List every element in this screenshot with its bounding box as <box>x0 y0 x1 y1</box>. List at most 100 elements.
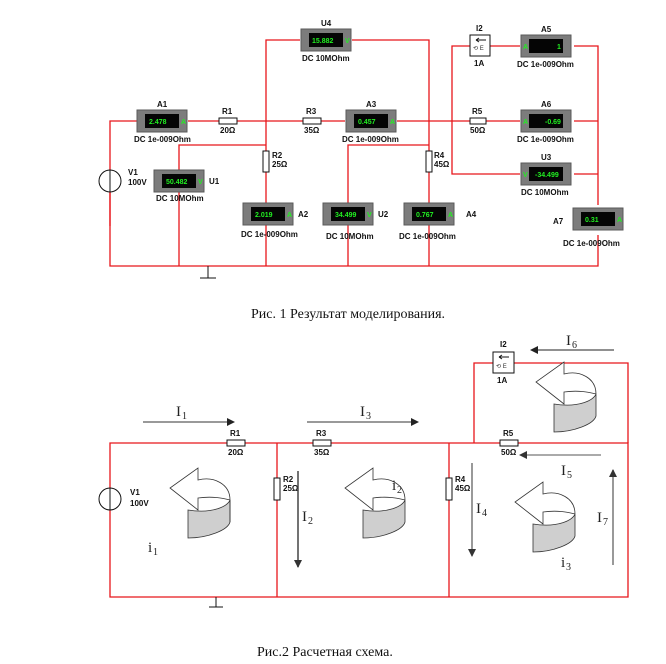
meter-a6-unit: A <box>523 119 528 126</box>
meter-a5[interactable]: 1 A A5 DC 1e-009Ohm <box>517 25 574 69</box>
meter-a1-name: A1 <box>157 100 168 109</box>
meter-u3-reading: -34.499 <box>535 172 559 179</box>
i5-sub: 5 <box>567 470 572 481</box>
fig1-resistor-r4[interactable]: R4 45Ω <box>425 150 450 173</box>
meter-a5-unit: A <box>523 44 528 51</box>
i2-glyph: ⟲ E <box>473 46 484 52</box>
r2-name: R2 <box>272 151 283 160</box>
fig1-resistor-r1[interactable]: R1 20Ω <box>218 107 238 135</box>
meter-a7-unit: A <box>617 217 622 224</box>
meter-u4[interactable]: 15.882 V U4 DC 10MOhm <box>300 19 352 63</box>
fig2-r1-value: 20Ω <box>228 448 244 457</box>
fig1-ground-icon <box>200 266 216 279</box>
meter-a4[interactable]: 0.767 A A4 DC 1e-009Ohm <box>399 202 477 241</box>
meter-a4-spec: DC 1e-009Ohm <box>399 232 456 241</box>
meter-u3-name: U3 <box>541 153 552 162</box>
fig1-voltage-source-v1[interactable]: V1 100V <box>98 168 147 193</box>
loop-current-arrow-i3 <box>514 481 576 553</box>
meter-a2[interactable]: 2.019 A A2 DC 1e-009Ohm <box>241 202 309 239</box>
meter-u1-name: U1 <box>209 177 220 186</box>
fig2-resistor-r1[interactable]: R1 20Ω <box>226 429 246 457</box>
figure-2-caption: Рис.2 Расчетная схема. <box>257 645 393 660</box>
fig1-wires <box>109 39 599 267</box>
fig2-v1-name: V1 <box>130 488 140 497</box>
meter-u4-unit: V <box>345 38 350 45</box>
i6-sub: 6 <box>572 340 577 351</box>
loop-i1-symbol: i <box>148 540 152 556</box>
loop-i2-symbol: i <box>392 478 396 494</box>
fig2-current-source-i2[interactable]: ⟲ E I2 1A <box>492 340 515 385</box>
fig2-resistor-r2[interactable]: R2 25Ω <box>273 475 299 501</box>
meter-u4-reading: 15.882 <box>312 38 334 45</box>
r5-name: R5 <box>472 107 483 116</box>
r5-value: 50Ω <box>470 126 486 135</box>
fig1-current-source-i2[interactable]: ⟲ E I2 1A <box>469 24 491 68</box>
fig2-i2-value: 1A <box>497 376 507 385</box>
meter-a6-reading: -0.69 <box>545 119 561 126</box>
meter-a5-reading: 1 <box>557 44 561 51</box>
loop-current-arrow-i2 <box>344 467 406 539</box>
fig2-voltage-source-v1[interactable]: V1 100V <box>98 487 149 511</box>
loop-i3-sub: 3 <box>566 562 571 573</box>
loop-i3-symbol: i <box>561 555 565 571</box>
fig2-r3-value: 35Ω <box>314 448 330 457</box>
fig2-wires <box>109 362 629 598</box>
meter-u1-unit: V <box>198 179 203 186</box>
meter-a3-spec: DC 1e-009Ohm <box>342 135 399 144</box>
meter-a5-name: A5 <box>541 25 552 34</box>
r4-name: R4 <box>434 151 445 160</box>
meter-a2-spec: DC 1e-009Ohm <box>241 230 298 239</box>
fig2-resistor-r3[interactable]: R3 35Ω <box>312 429 332 457</box>
figure-1-simulation: V1 100V R1 20Ω R3 35Ω R5 50Ω R2 25Ω R4 <box>98 19 624 322</box>
meter-a7-spec: DC 1e-009Ohm <box>563 239 620 248</box>
fig1-resistor-r5[interactable]: R5 50Ω <box>469 107 487 135</box>
meter-a1[interactable]: 2.478 A A1 DC 1e-009Ohm <box>134 100 191 144</box>
meter-a4-name: A4 <box>466 210 477 219</box>
meter-u2[interactable]: 34.499 V U2 DC 10MOhm <box>322 202 389 241</box>
i6-symbol: I <box>566 333 571 349</box>
fig2-r5-value: 50Ω <box>501 448 517 457</box>
meter-a2-unit: A <box>287 212 292 219</box>
meter-u2-unit: V <box>367 212 372 219</box>
loop-i1-sub: 1 <box>153 547 158 558</box>
meter-a3[interactable]: 0.457 A A3 DC 1e-009Ohm <box>342 100 399 144</box>
i1-sub: 1 <box>182 411 187 422</box>
branch-current-i1: I 1 <box>143 404 235 426</box>
r1-value: 20Ω <box>220 126 236 135</box>
meter-a2-name: A2 <box>298 210 309 219</box>
fig2-r1-name: R1 <box>230 429 241 438</box>
meter-u2-name: U2 <box>378 210 389 219</box>
meter-u4-spec: DC 10MOhm <box>302 54 350 63</box>
fig2-r4-value: 45Ω <box>455 484 471 493</box>
meter-u2-spec: DC 10MOhm <box>326 232 374 241</box>
figure-2-calculation-scheme: V1 100V R1 20Ω R3 35Ω R5 50Ω R2 25Ω R4 4… <box>98 333 629 660</box>
meter-a5-spec: DC 1e-009Ohm <box>517 60 574 69</box>
meter-a6-spec: DC 1e-009Ohm <box>517 135 574 144</box>
fig2-ground-icon <box>209 597 223 608</box>
fig2-i2-name: I2 <box>500 340 507 349</box>
fig2-resistor-r4[interactable]: R4 45Ω <box>445 475 471 501</box>
fig2-resistor-r5[interactable]: R5 50Ω <box>499 429 519 457</box>
branch-current-i7: I 7 <box>597 469 617 565</box>
i2-name: I2 <box>476 24 483 33</box>
meter-a6-name: A6 <box>541 100 552 109</box>
i7-sub: 7 <box>603 517 608 528</box>
v1-name: V1 <box>128 168 138 177</box>
meter-u1[interactable]: 50.482 V U1 DC 10MOhm <box>153 169 220 203</box>
i4-sub: 4 <box>482 508 487 519</box>
fig1-resistor-r2[interactable]: R2 25Ω <box>262 150 288 173</box>
meter-a7-name: A7 <box>553 217 564 226</box>
meter-a6[interactable]: -0.69 A A6 DC 1e-009Ohm <box>517 100 574 144</box>
fig2-r2-name: R2 <box>283 475 294 484</box>
i3-symbol: I <box>360 404 365 420</box>
fig2-r4-name: R4 <box>455 475 466 484</box>
i4-symbol: I <box>476 501 481 517</box>
meter-u3[interactable]: -34.499 V U3 DC 10MOhm <box>520 153 572 197</box>
meter-a3-unit: A <box>390 119 395 126</box>
meter-a1-reading: 2.478 <box>149 119 167 126</box>
fig1-resistor-r3[interactable]: R3 35Ω <box>302 107 322 135</box>
v1-value: 100V <box>128 178 147 187</box>
loop-current-arrow-i6-branch <box>535 361 597 433</box>
meter-a7[interactable]: 0.31 A A7 DC 1e-009Ohm <box>553 207 624 248</box>
meter-a3-name: A3 <box>366 100 377 109</box>
